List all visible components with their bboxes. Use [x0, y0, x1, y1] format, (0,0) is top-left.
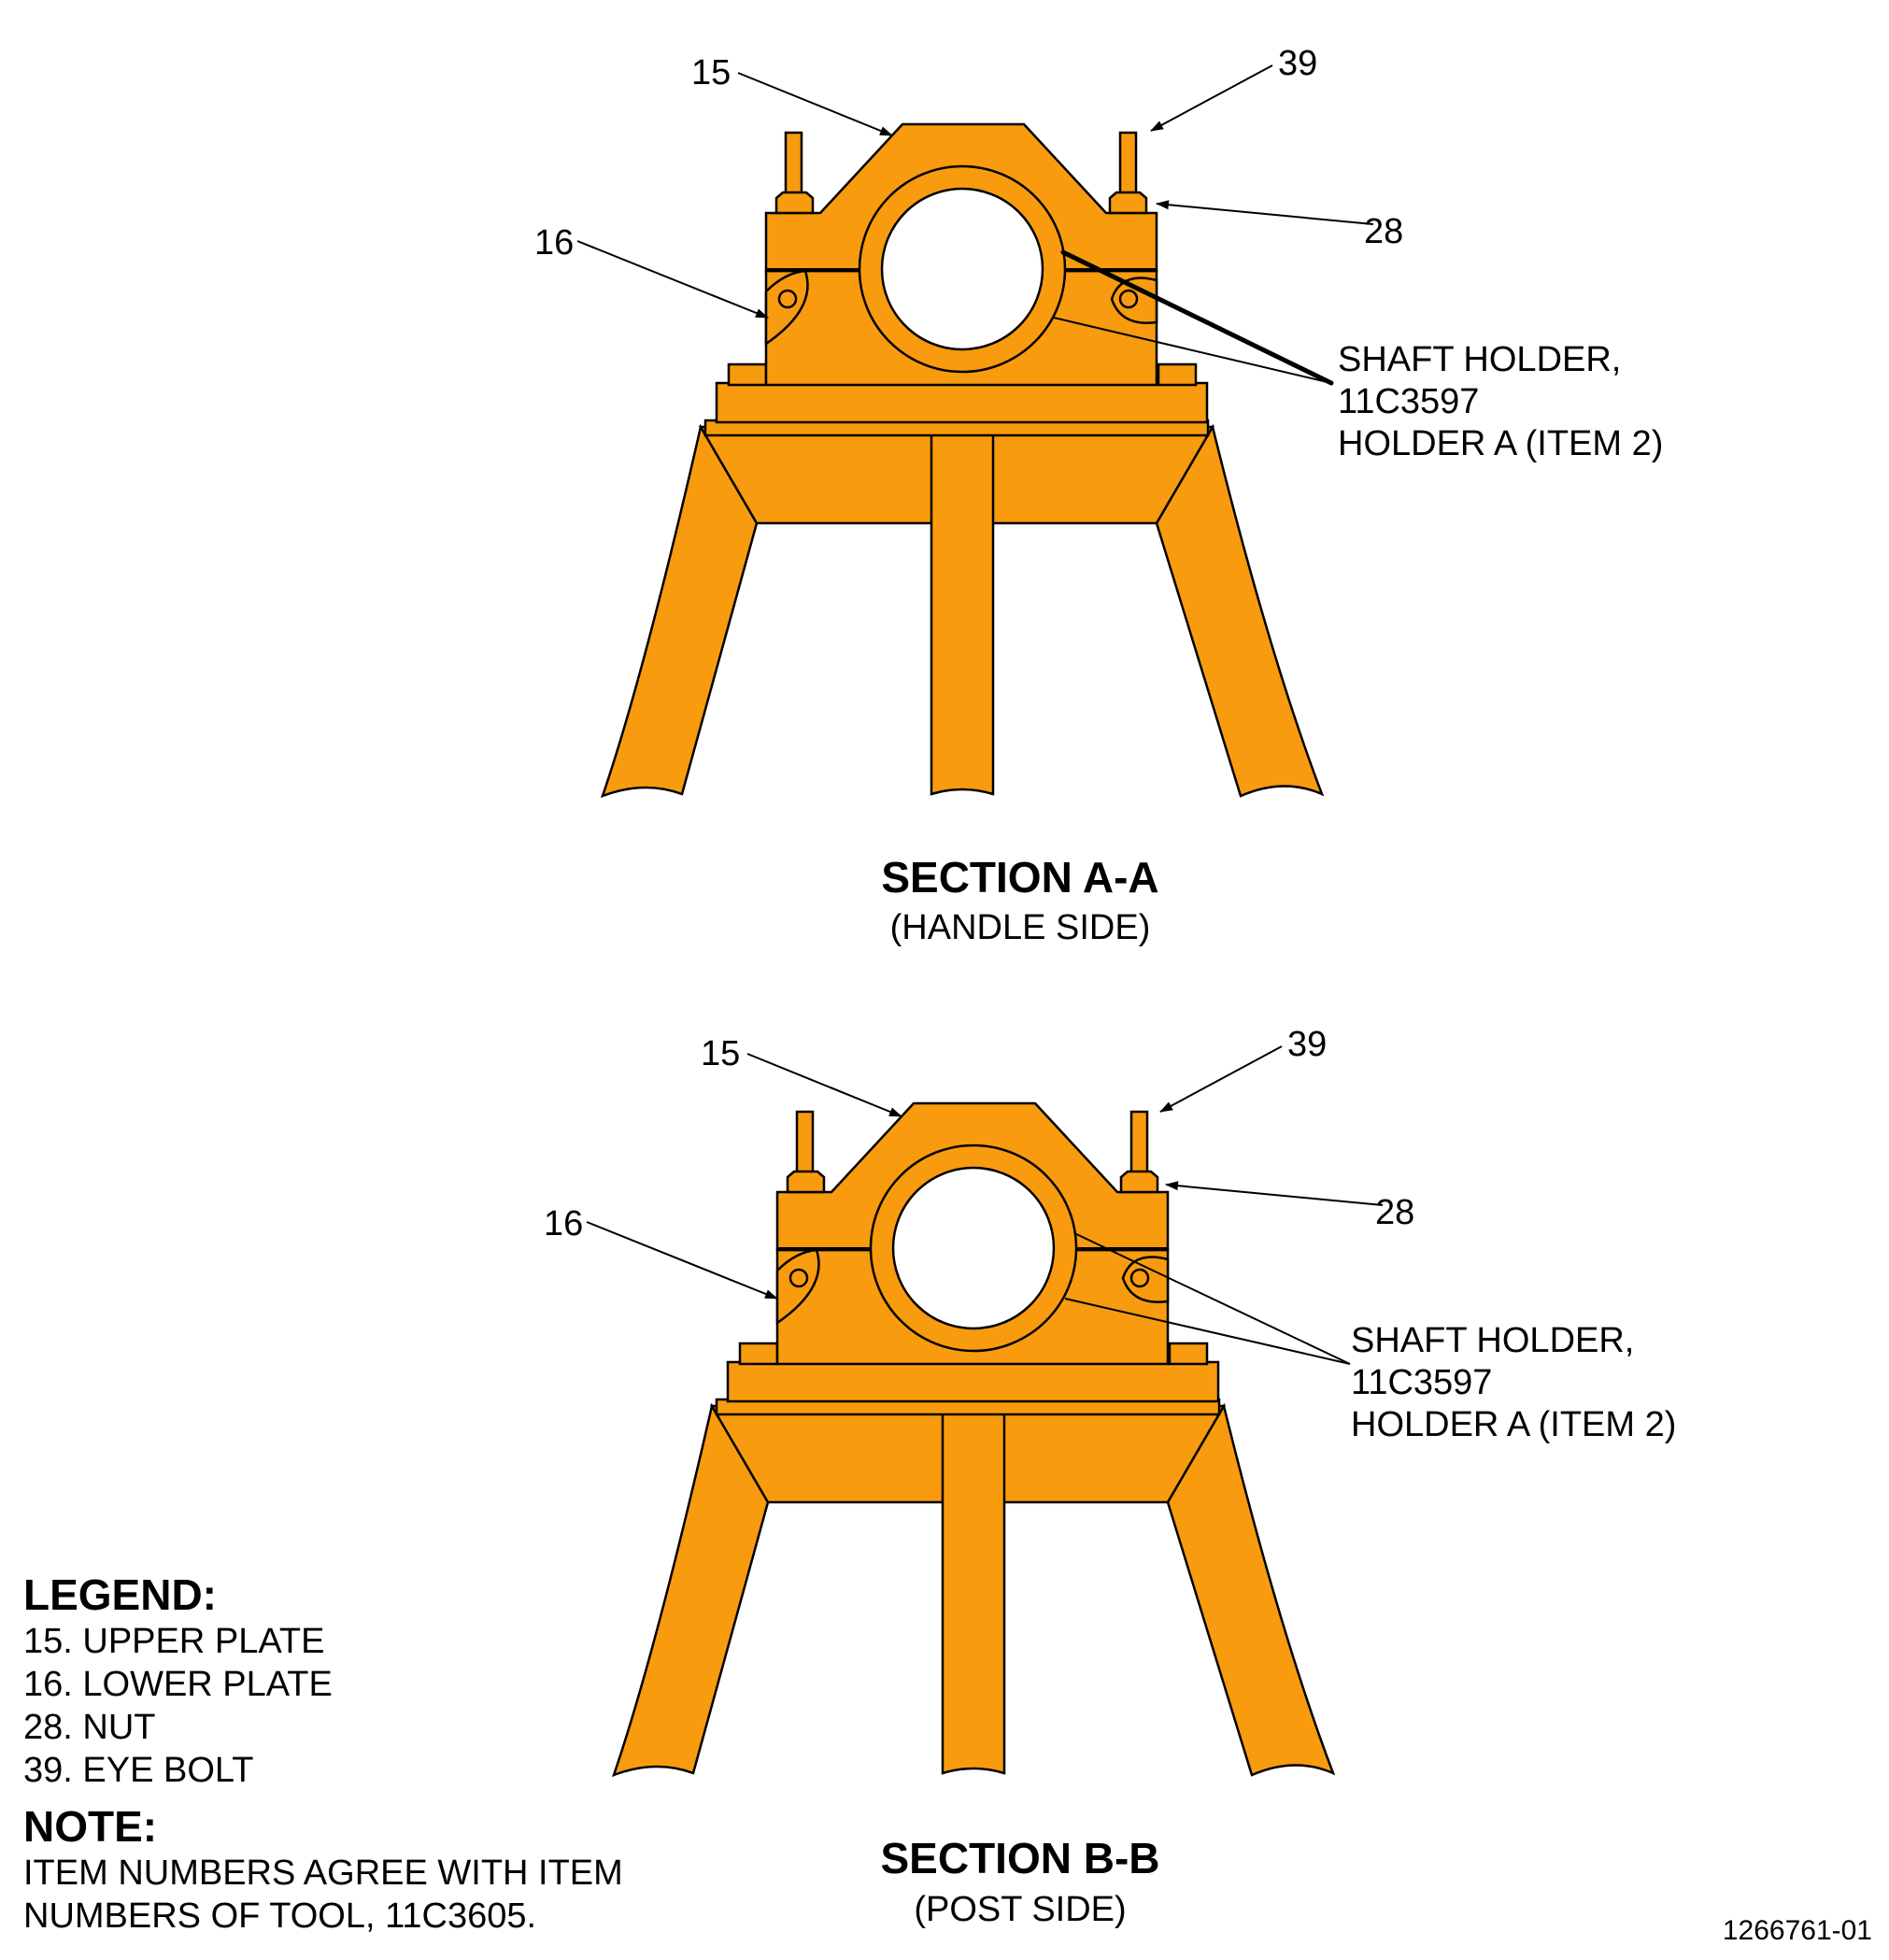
note-line: ITEM NUMBERS AGREE WITH ITEM [23, 1853, 623, 1893]
callout-16-b: 16 [544, 1204, 583, 1243]
callout-28-b: 28 [1375, 1193, 1414, 1232]
legend-item: 15. UPPER PLATE [23, 1622, 325, 1661]
shaft-holder-label-a-line1: SHAFT HOLDER, [1338, 340, 1621, 379]
legend: LEGEND: 15. UPPER PLATE 16. LOWER PLATE … [23, 1569, 623, 1938]
callout-39-b: 39 [1287, 1025, 1327, 1064]
shaft-holder-label-a-line3: HOLDER A (ITEM 2) [1338, 424, 1663, 463]
section-a-leaders [576, 64, 1374, 386]
callout-15-a: 15 [691, 53, 731, 92]
callout-16-a: 16 [534, 223, 574, 263]
legend-title: LEGEND: [23, 1570, 217, 1619]
legend-item: 28. NUT [23, 1708, 156, 1747]
section-a-title: SECTION A-A [881, 853, 1158, 902]
section-a-subtitle: (HANDLE SIDE) [890, 908, 1151, 947]
callout-39-a: 39 [1278, 44, 1317, 83]
section-b-leaders [586, 1045, 1384, 1365]
section-b-subtitle: (POST SIDE) [914, 1890, 1126, 1929]
callout-28-a: 28 [1364, 212, 1403, 251]
note-line: NUMBERS OF TOOL, 11C3605. [23, 1896, 537, 1936]
shaft-holder-label-b-line1: SHAFT HOLDER, [1351, 1321, 1634, 1360]
legend-item: 16. LOWER PLATE [23, 1665, 333, 1704]
note-title: NOTE: [23, 1802, 158, 1851]
shaft-holder-label-b-line3: HOLDER A (ITEM 2) [1351, 1405, 1676, 1444]
callout-15-b: 15 [701, 1034, 740, 1073]
section-b-title: SECTION B-B [881, 1834, 1160, 1882]
shaft-holder-label-a-line2: 11C3597 [1338, 382, 1479, 421]
legend-item: 39. EYE BOLT [23, 1751, 254, 1790]
shaft-holder-label-b-line2: 11C3597 [1351, 1363, 1492, 1402]
drawing-number: 1266761-01 [1722, 1915, 1872, 1946]
